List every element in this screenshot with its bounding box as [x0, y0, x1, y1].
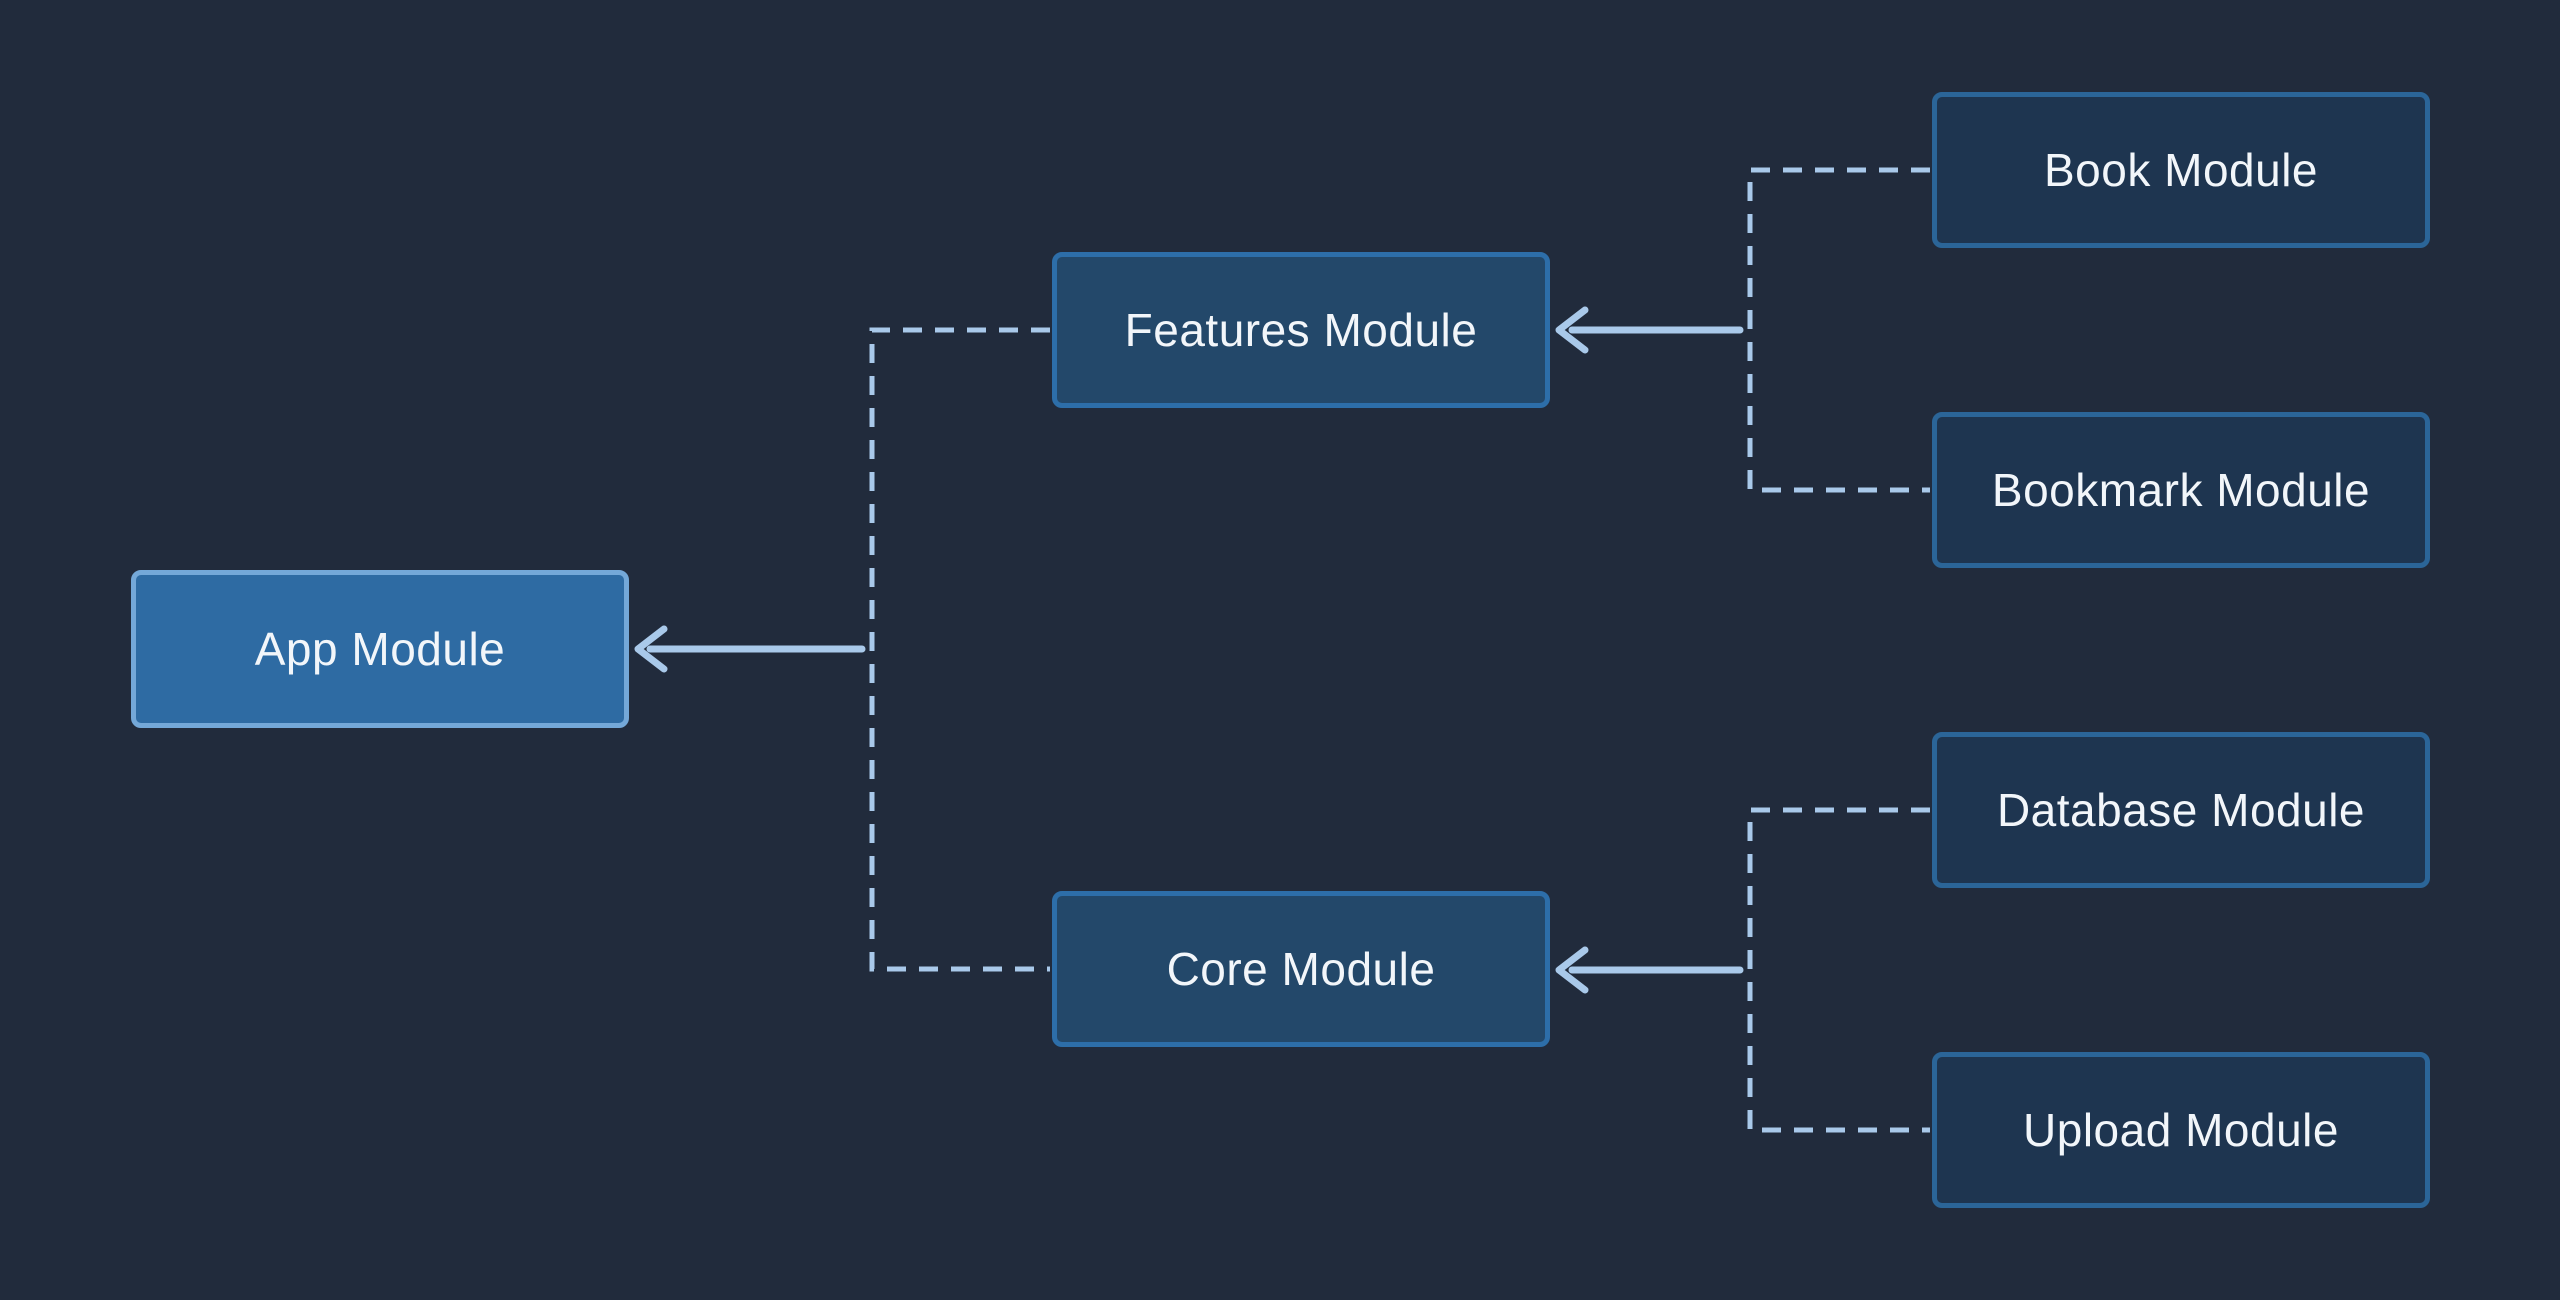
node-features-module-label: Features Module — [1124, 304, 1478, 356]
node-bookmark-module[interactable]: Bookmark Module — [1932, 412, 2430, 568]
arrow-to-app-module — [634, 625, 866, 673]
node-core-module[interactable]: Core Module — [1052, 891, 1550, 1047]
dashed-bus-database-upload — [1747, 807, 1930, 1133]
node-features-module[interactable]: Features Module — [1052, 252, 1550, 408]
node-app-module-label: App Module — [254, 623, 506, 675]
arrow-to-core-module — [1555, 946, 1744, 994]
node-database-module-label: Database Module — [1996, 784, 2366, 836]
arrow-to-features-module — [1555, 306, 1744, 354]
node-app-module[interactable]: App Module — [131, 570, 629, 728]
node-upload-module[interactable]: Upload Module — [1932, 1052, 2430, 1208]
node-upload-module-label: Upload Module — [2023, 1104, 2339, 1156]
node-database-module[interactable]: Database Module — [1932, 732, 2430, 888]
node-book-module[interactable]: Book Module — [1932, 92, 2430, 248]
node-book-module-label: Book Module — [2044, 144, 2318, 196]
dashed-bus-book-bookmark — [1747, 167, 1930, 493]
dashed-bus-features-core — [869, 327, 1050, 972]
node-bookmark-module-label: Bookmark Module — [1991, 464, 2371, 516]
node-core-module-label: Core Module — [1166, 943, 1436, 995]
